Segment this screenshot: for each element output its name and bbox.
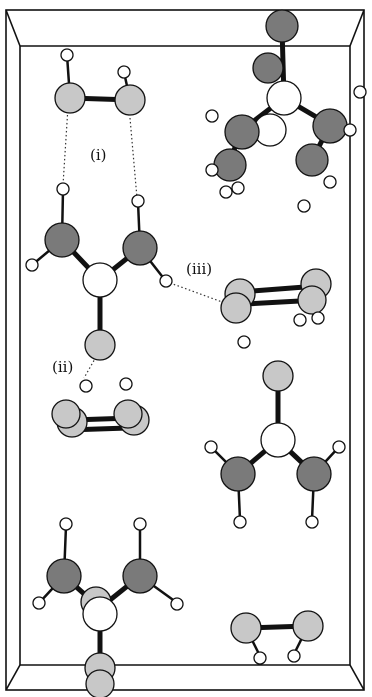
molecule-bottom-right [230, 610, 324, 665]
molecule-top-right [205, 9, 367, 213]
molecule-right-middle [220, 268, 332, 349]
hbond-label-ii: (ii) [52, 358, 73, 376]
hbond-i-right [129, 117, 138, 199]
molecule-center [25, 182, 173, 361]
hbond-i-left [62, 106, 69, 186]
unit-cell-outline [5, 9, 365, 691]
molecule-right-lower [204, 360, 346, 529]
hbond-label-iii: (iii) [186, 260, 212, 278]
hydrogen-bonds [62, 106, 237, 379]
molecule-top-left [54, 48, 146, 116]
hbond-label-i: (i) [90, 146, 107, 164]
hbond-ii [83, 356, 97, 379]
molecule-bottom-left [32, 517, 184, 697]
molecule-left-middle [51, 377, 150, 438]
